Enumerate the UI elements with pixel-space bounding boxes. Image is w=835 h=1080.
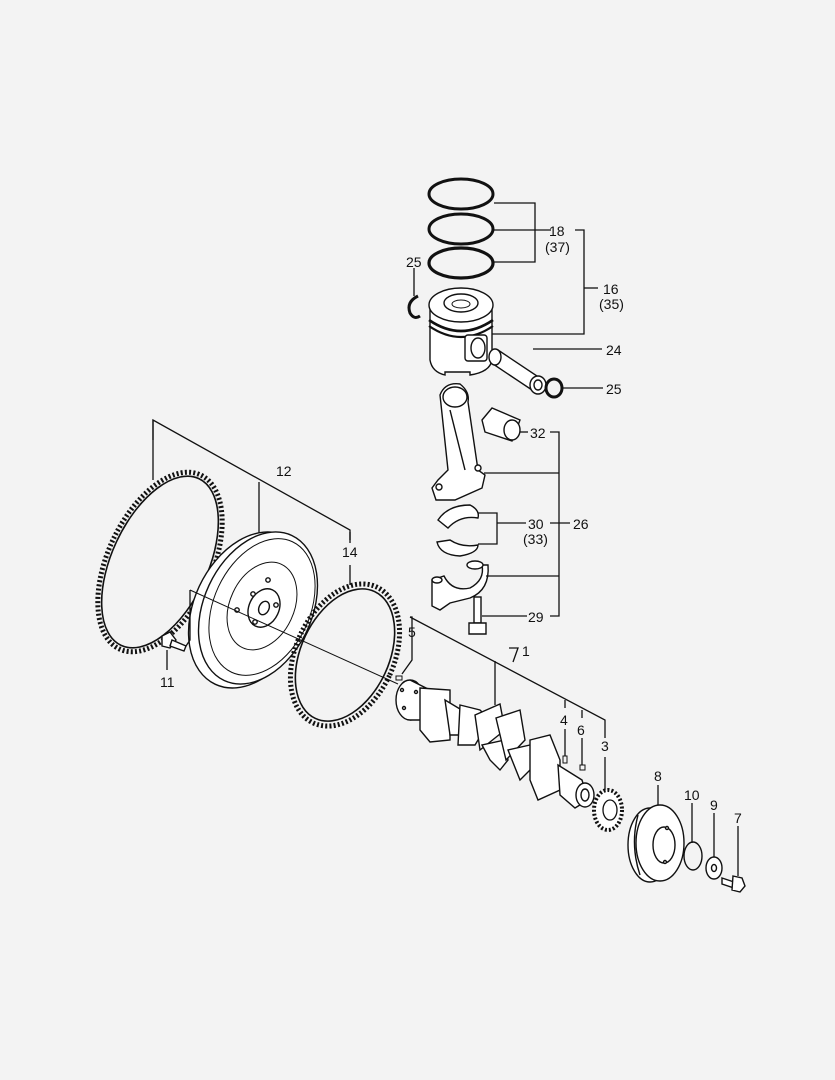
callout-9: 9 — [710, 797, 718, 813]
piston-pin — [488, 348, 547, 395]
callout-16: 16 — [603, 281, 619, 297]
callout-32: 32 — [530, 425, 546, 441]
callout-30-alt: (33) — [523, 531, 548, 547]
callout-25-left: 25 — [406, 254, 422, 270]
piston — [428, 287, 494, 376]
callout-24: 24 — [606, 342, 622, 358]
flywheel — [187, 531, 319, 689]
crankshaft — [395, 679, 595, 809]
callout-16-alt: (35) — [599, 296, 624, 312]
callout-29: 29 — [528, 609, 544, 625]
snap-ring-right — [544, 377, 564, 399]
ring-gear — [287, 581, 403, 729]
callout-10: 10 — [684, 787, 700, 803]
snap-ring-left — [407, 294, 421, 319]
rod-bolt — [468, 596, 487, 635]
pulley-bolt — [721, 875, 746, 893]
callout-1: 1 — [522, 643, 530, 659]
callout-11: 11 — [160, 674, 175, 690]
callout-6: 6 — [577, 722, 585, 738]
callout-3: 3 — [601, 738, 609, 754]
callout-7: 7 — [734, 810, 742, 826]
callout-18: 18 — [549, 223, 565, 239]
small-end-bushing — [481, 407, 521, 442]
connecting-rod — [431, 383, 486, 501]
callout-5: 5 — [408, 624, 416, 640]
callout-12: 12 — [276, 463, 292, 479]
rod-cap — [431, 560, 489, 611]
crankshaft-gear — [592, 788, 624, 832]
callout-26: 26 — [573, 516, 589, 532]
callout-4: 4 — [560, 712, 568, 728]
callout-14: 14 — [342, 544, 358, 560]
callout-18-alt: (37) — [545, 239, 570, 255]
piston-rings — [427, 177, 495, 280]
callout-25-right: 25 — [606, 381, 622, 397]
flywheel-bolt — [161, 631, 187, 652]
callout-30: 30 — [528, 516, 544, 532]
washer — [705, 856, 723, 880]
crankshaft-pulley — [627, 804, 685, 883]
callout-8: 8 — [654, 768, 662, 784]
bearing-shells — [436, 504, 480, 557]
